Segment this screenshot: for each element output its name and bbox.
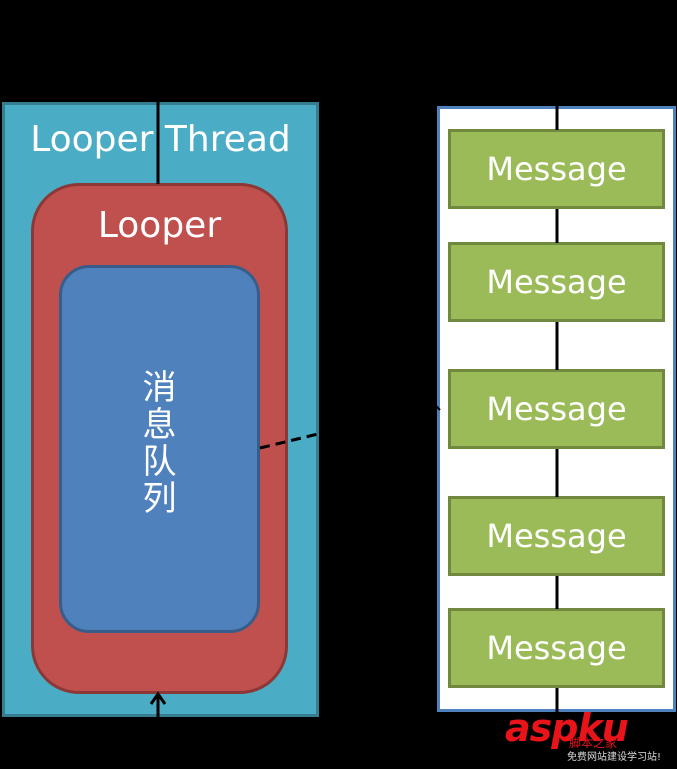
watermark-brand: aspku [505,706,629,750]
message-queue-label: 消 息 队 列 [59,370,260,518]
message-node: Message [448,608,665,688]
queue-to-list-connector [259,432,319,450]
message-queue-box [59,265,260,633]
message-node: Message [448,242,665,322]
watermark-slogan: 免费网站建设学习站! [567,752,662,763]
looper-title: Looper [97,205,222,246]
queue-char: 列 [142,479,177,519]
queue-char: 息 [142,405,177,445]
looper-thread-title: Looper Thread [30,119,291,160]
queue-char: 消 [142,368,177,408]
message-node: Message [448,369,665,449]
site-watermark: aspku 脚本之家 免费网站建设学习站! [505,708,675,768]
message-node: Message [448,129,665,209]
watermark-site-name: 脚本之家 [569,736,618,750]
queue-char: 队 [142,442,177,482]
list-connector-tick [433,403,441,411]
loop-return-arrowhead [149,691,167,705]
message-node: Message [448,496,665,576]
